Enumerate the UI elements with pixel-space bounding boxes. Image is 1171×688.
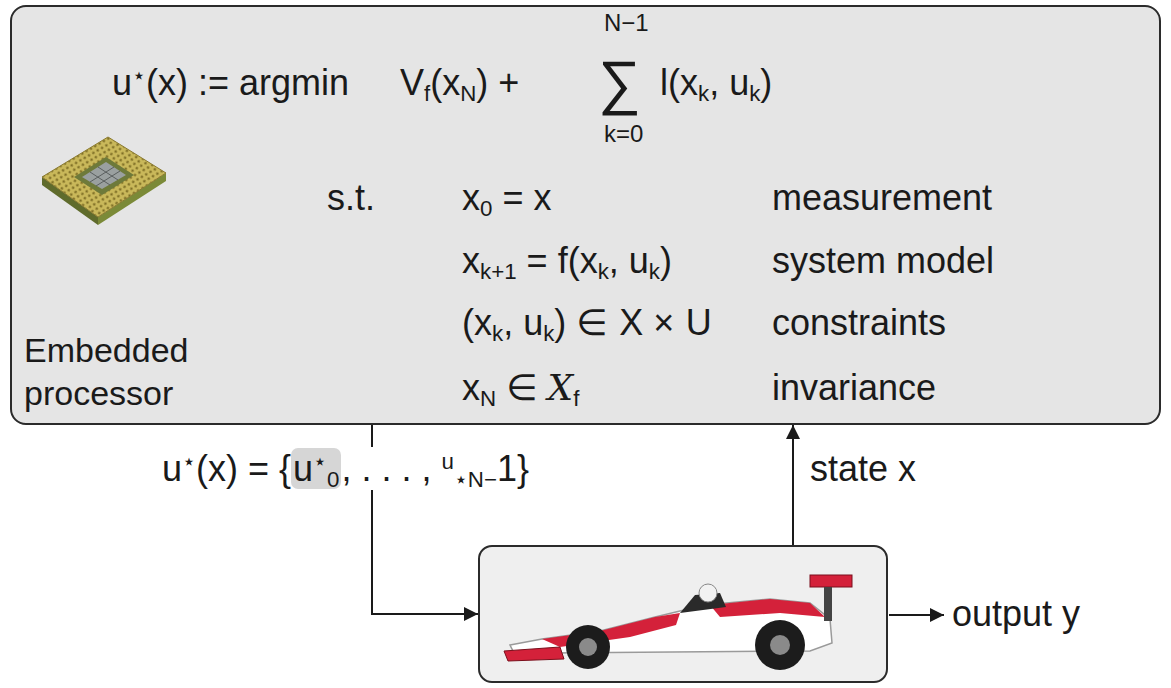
constraint: xk+1 = f(xk, uk)	[462, 239, 672, 282]
sum-upper-limit: N−1	[604, 9, 649, 38]
signal-label: state x	[806, 447, 920, 490]
cost-term: Vf(xN) +	[400, 61, 519, 104]
race-car	[480, 547, 886, 681]
constraint: x0 = x	[462, 176, 551, 219]
sum-symbol: ∑	[598, 47, 641, 119]
constraint-label: invariance	[772, 366, 936, 409]
constraint: (xk, uk) ∈ X × U	[462, 301, 712, 344]
cost-term: l(xk, uk)	[660, 61, 772, 104]
sum-lower-limit: k=0	[604, 120, 643, 149]
output-arrow	[889, 614, 944, 616]
processor-caption: Embedded processor	[24, 329, 264, 414]
constraint-label: constraints	[772, 301, 946, 344]
constraint-label: system model	[772, 239, 994, 282]
subject-to: s.t.	[327, 176, 375, 219]
constraint-label: measurement	[772, 176, 992, 219]
cost-function: u⋆(x) := argmin	[112, 61, 349, 104]
constraint: xN ∈ Xf	[462, 366, 579, 409]
signal-label: u⋆(x) = {u⋆0, . . . , u⋆N−1}	[158, 447, 533, 490]
signal-arrow	[792, 425, 794, 545]
output-label: output y	[952, 592, 1080, 635]
controller-box: u⋆(x) := argmin Vf(xN) + ∑ N−1 k=0 l(xk, uk) s…	[10, 5, 1161, 425]
processor-chip	[34, 115, 174, 245]
plant-box	[478, 545, 888, 683]
